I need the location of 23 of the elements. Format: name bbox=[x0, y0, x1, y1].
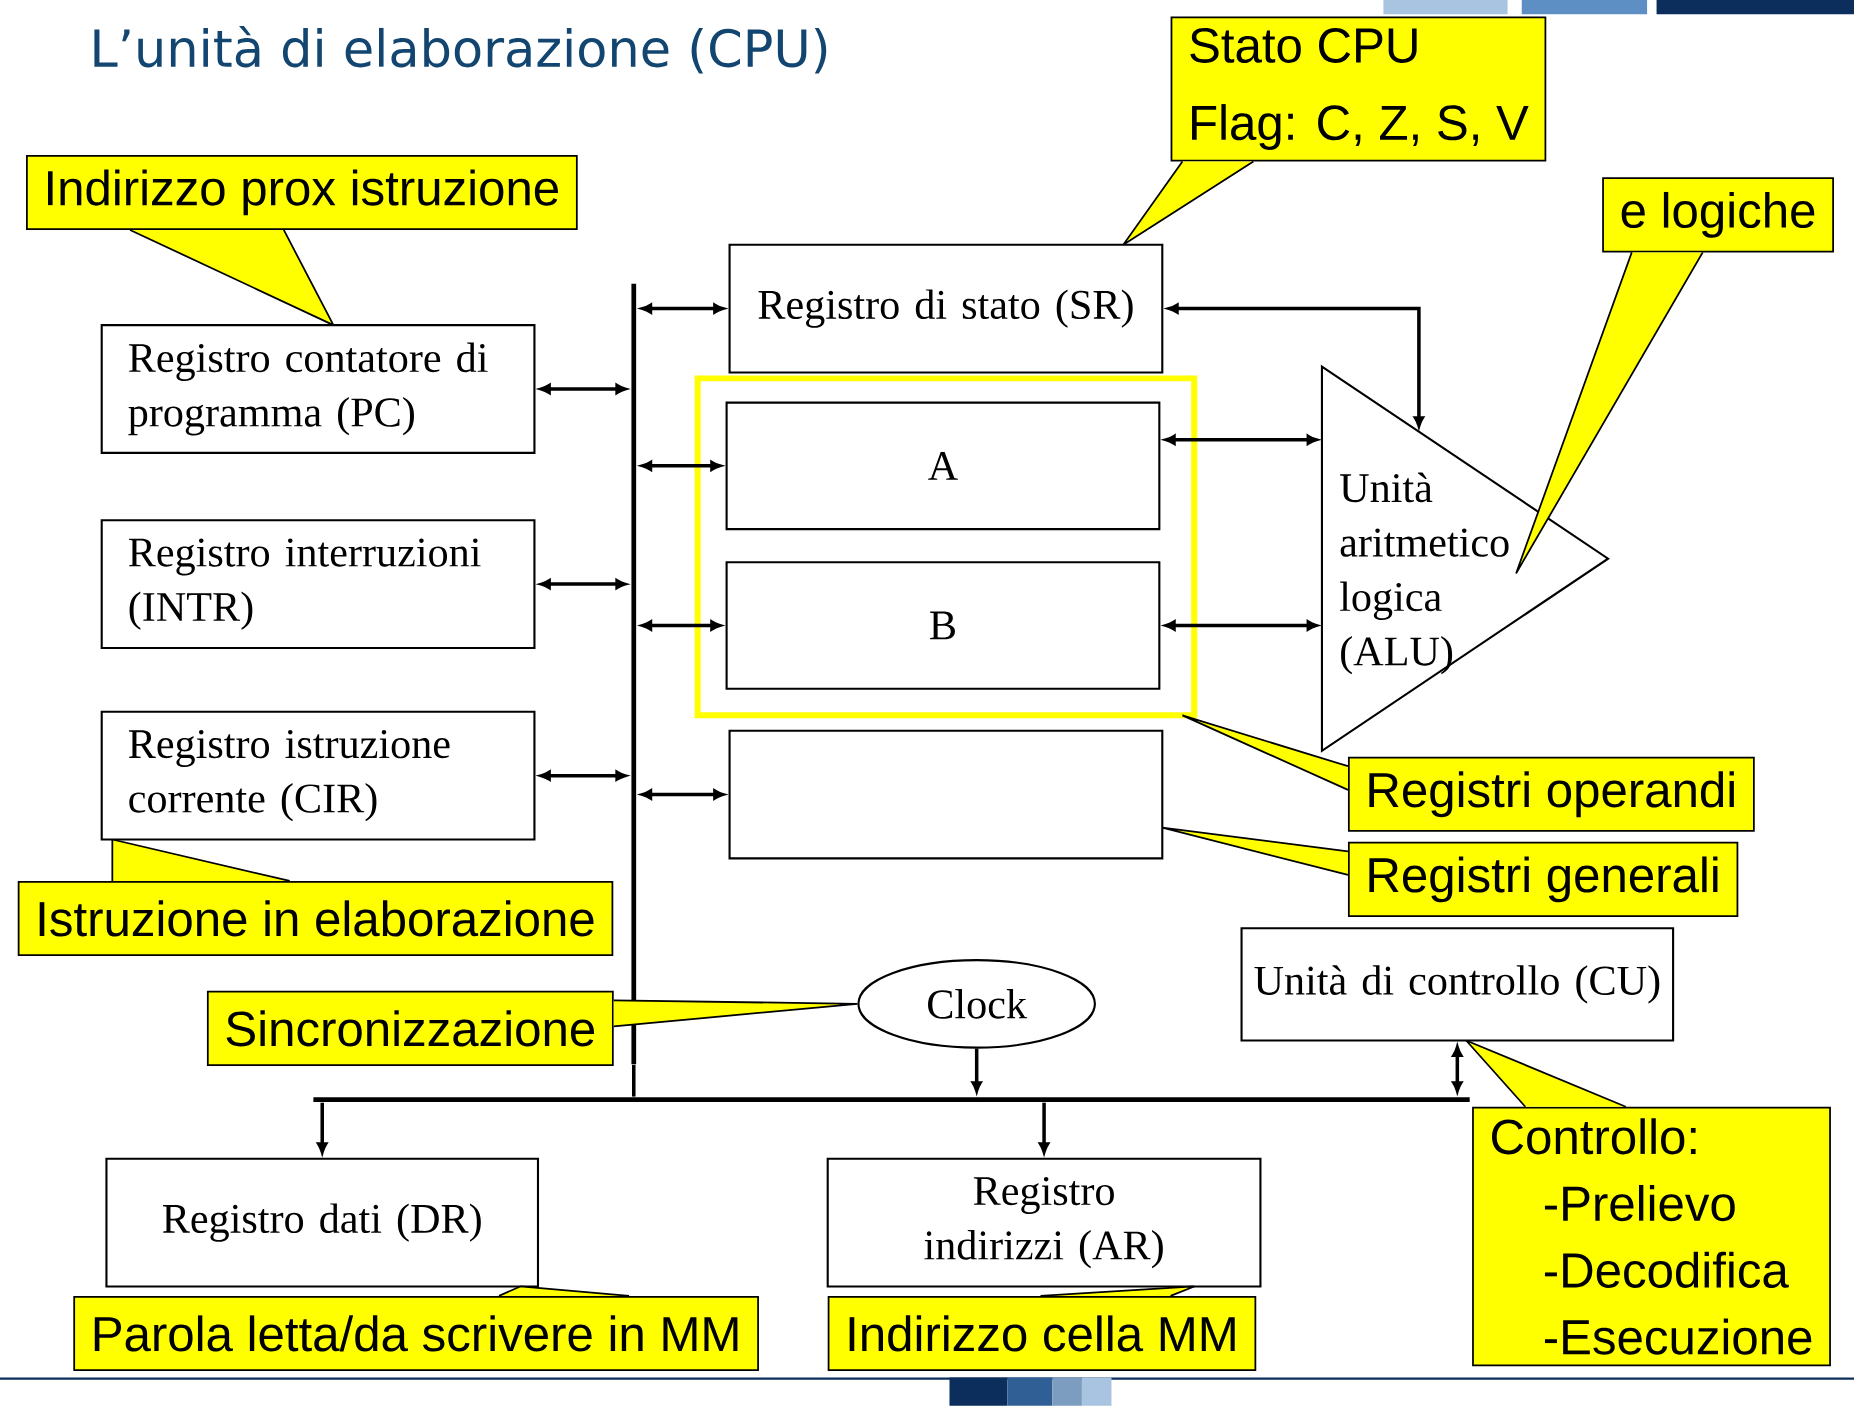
callout-pointer bbox=[612, 999, 859, 1028]
callout-pointer bbox=[1181, 714, 1349, 791]
register-box: Registro contatore di programma (PC) bbox=[100, 324, 536, 454]
callout-box: Registri generali bbox=[1347, 841, 1739, 917]
register-box: Registro interruzioni (INTR) bbox=[100, 519, 536, 650]
callout-pointer bbox=[498, 1285, 630, 1297]
callout-pointer bbox=[129, 229, 335, 327]
register-box: Registro indirizzi (AR) bbox=[826, 1157, 1262, 1288]
register-box: B bbox=[725, 561, 1161, 690]
callout-pointer bbox=[1122, 160, 1255, 246]
callout-box: Registri operandi bbox=[1347, 756, 1755, 832]
register-box: Registro istruzione corrente (CIR) bbox=[100, 710, 536, 841]
callout-box: e logiche bbox=[1602, 177, 1834, 253]
callout-box: Sincronizzazione bbox=[206, 990, 614, 1066]
callout-pointer bbox=[1161, 826, 1349, 876]
register-box: Registro di stato (SR) bbox=[728, 243, 1164, 374]
title: L’unità di elaborazione (CPU) bbox=[94, 25, 827, 74]
register-box: Registro dati (DR) bbox=[105, 1157, 540, 1288]
connector-line bbox=[632, 1064, 636, 1097]
highlight-frame bbox=[694, 375, 1198, 719]
register-box: A bbox=[725, 401, 1161, 531]
control-unit-box: Unità di controllo (CU) bbox=[1240, 927, 1675, 1042]
register-box bbox=[728, 729, 1164, 860]
